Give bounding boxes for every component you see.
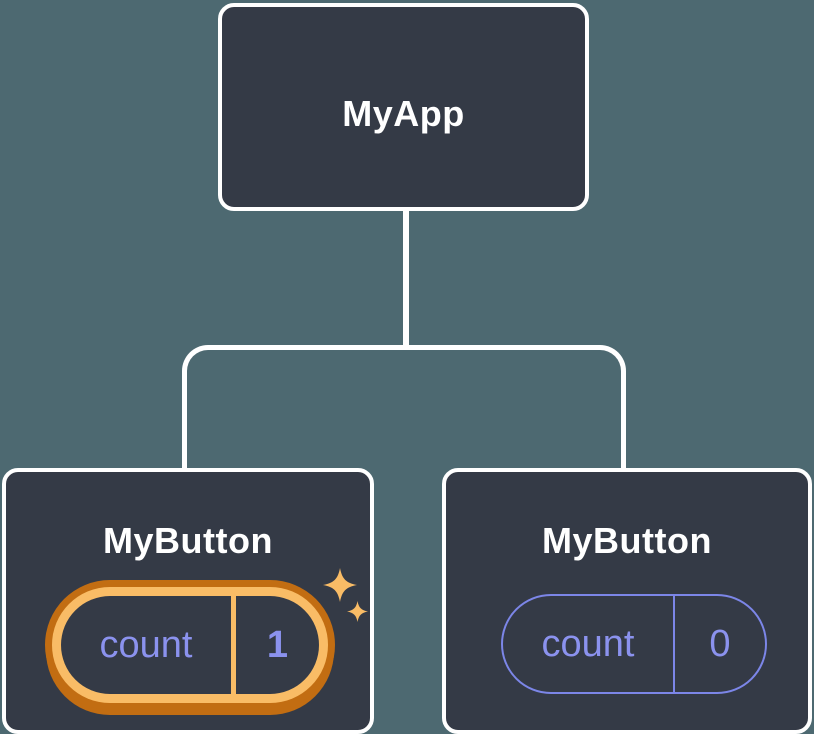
node-mybutton-right: MyButton count 0 — [442, 468, 812, 734]
connector-branch — [182, 345, 626, 473]
node-mybutton-left: MyButton count 1 — [2, 468, 374, 734]
node-myapp: MyApp — [218, 3, 589, 211]
pill-divider — [673, 596, 675, 692]
state-key-label: count — [99, 623, 193, 666]
sparkle-icon-small — [347, 601, 368, 622]
state-key-label: count — [541, 622, 635, 665]
state-value: 0 — [709, 622, 731, 665]
state-value: 1 — [266, 623, 289, 666]
node-myapp-label: MyApp — [342, 93, 465, 134]
state-pill: count 0 — [501, 594, 767, 694]
node-mybutton-left-label: MyButton — [103, 520, 273, 561]
pill-divider — [231, 596, 236, 694]
state-pill-highlighted: count 1 — [61, 596, 319, 694]
sparkle-icon-large — [323, 568, 357, 602]
connector-stem — [403, 211, 409, 348]
node-mybutton-right-label: MyButton — [542, 520, 712, 561]
